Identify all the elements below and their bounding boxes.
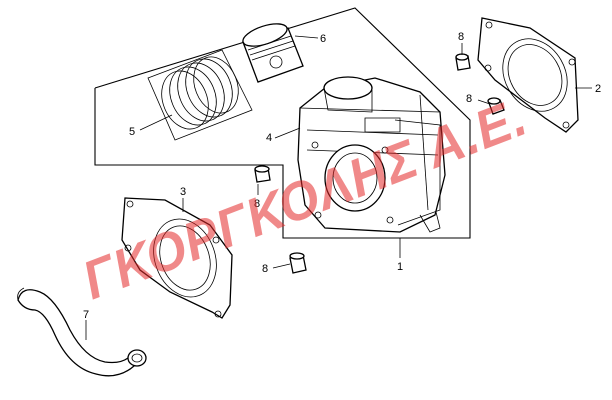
dowel-pin-middle: [254, 165, 271, 183]
dowel-pin-bottom: [289, 252, 307, 274]
callout-8-bottom: 8: [262, 263, 268, 275]
cylinder-head-gasket: [477, 17, 579, 133]
assembly-group-frame: [94, 7, 471, 239]
coolant-hose: [17, 287, 147, 377]
cylinder-block: [297, 76, 446, 233]
piston-rings: [161, 56, 239, 130]
piston: [242, 23, 304, 83]
callout-6: 6: [320, 33, 326, 45]
callout-8-top: 8: [458, 31, 464, 43]
callout-5: 5: [129, 126, 135, 138]
callout-8-middle: 8: [254, 198, 260, 210]
callout-4: 4: [266, 132, 272, 144]
callout-2: 2: [595, 83, 601, 95]
leader-lines: [85, 35, 592, 340]
dowel-pin-top: [455, 53, 471, 71]
piston-ring-set-frame: [147, 49, 253, 141]
callout-8-right: 8: [466, 93, 472, 105]
callout-1: 1: [397, 261, 403, 273]
cylinder-base-gasket: [121, 197, 233, 319]
callout-7: 7: [83, 309, 89, 321]
callout-3: 3: [180, 186, 186, 198]
dowel-pin-right: [487, 97, 505, 115]
